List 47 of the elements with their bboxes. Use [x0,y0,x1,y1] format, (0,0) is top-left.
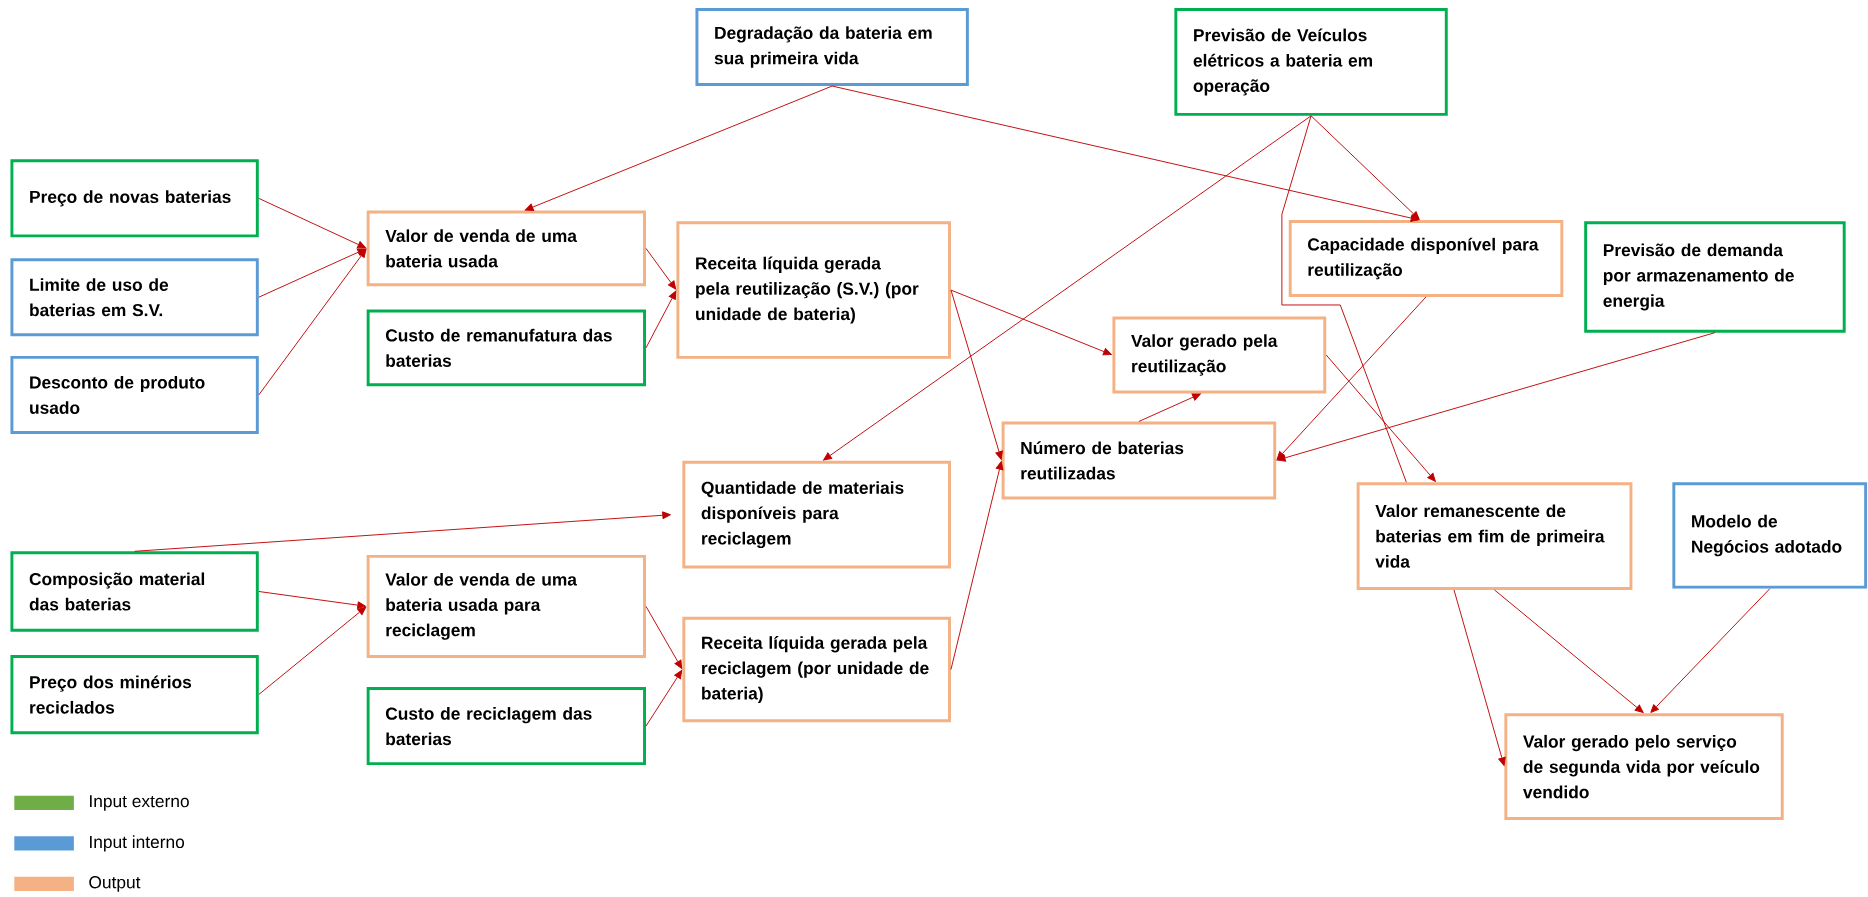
arrow [645,247,677,290]
process-box: Preço de novas baterias [10,159,259,238]
arrow [258,197,367,249]
legend-label: Input externo [90,795,189,811]
process-box: Valor remanescente de baterias em fim de primeira vida [1356,482,1633,590]
process-box: Valor de venda de uma bateria usada [366,210,646,287]
arrow [258,591,366,609]
arrow [1276,296,1427,460]
arrow [1494,589,1644,713]
arrow [1276,332,1716,462]
arrow [950,461,1004,670]
process-box: Capacidade disponível para reutilização [1288,220,1564,297]
process-box: Previsão de Veículos elétricos a bateria em operação [1174,8,1448,116]
process-box: Desconto de produto usado [10,355,259,434]
arrow [1138,393,1201,422]
process-box: Receita líquida gerada pela reciclagem (por unidade de bateria) [682,616,951,723]
process-box: Modelo de Negócios adotado [1672,482,1868,589]
process-box: Valor gerado pelo serviço de segunda vida por veículo vendido [1504,713,1784,820]
arrow [134,511,671,552]
process-box: Quantidade de materiais disponíveis para reciclagem [682,460,951,569]
arrow [258,248,367,298]
arrow [1325,354,1436,482]
arrow [1650,588,1771,713]
arrow [258,606,367,695]
arrow [950,289,1003,460]
arrow [645,670,683,727]
legend-label: Output [89,876,141,892]
process-box: Custo de remanufatura das baterias [366,309,646,387]
process-box: Preço dos minérios reciclados [10,654,259,735]
arrow [645,605,683,669]
process-box: Valor de venda de uma bateria usada para reciclagem [366,554,646,658]
process-box: Degradação da bateria em sua primeira vida [695,8,969,86]
arrow [258,248,367,396]
arrow [831,85,1420,222]
arrow [524,85,833,211]
legend-label: Input interno [90,835,185,852]
process-box: Número de baterias reutilizadas [1001,421,1277,500]
process-box: Previsão de demanda por armazenamento de energia [1584,221,1846,333]
process-box: Composição material das baterias [10,551,259,632]
process-box: Limite de uso de baterias em S.V. [10,258,259,337]
arrow [823,115,1312,461]
arrow [1453,589,1506,766]
process-box: Receita líquida gerada pela reutilização (S.V.) (por unidade de bateria) [676,221,951,359]
process-box: Custo de reciclagem das baterias [366,687,646,766]
process-box: Valor gerado pela reutilização [1112,316,1327,394]
arrow [1310,115,1420,220]
arrow [950,289,1112,356]
